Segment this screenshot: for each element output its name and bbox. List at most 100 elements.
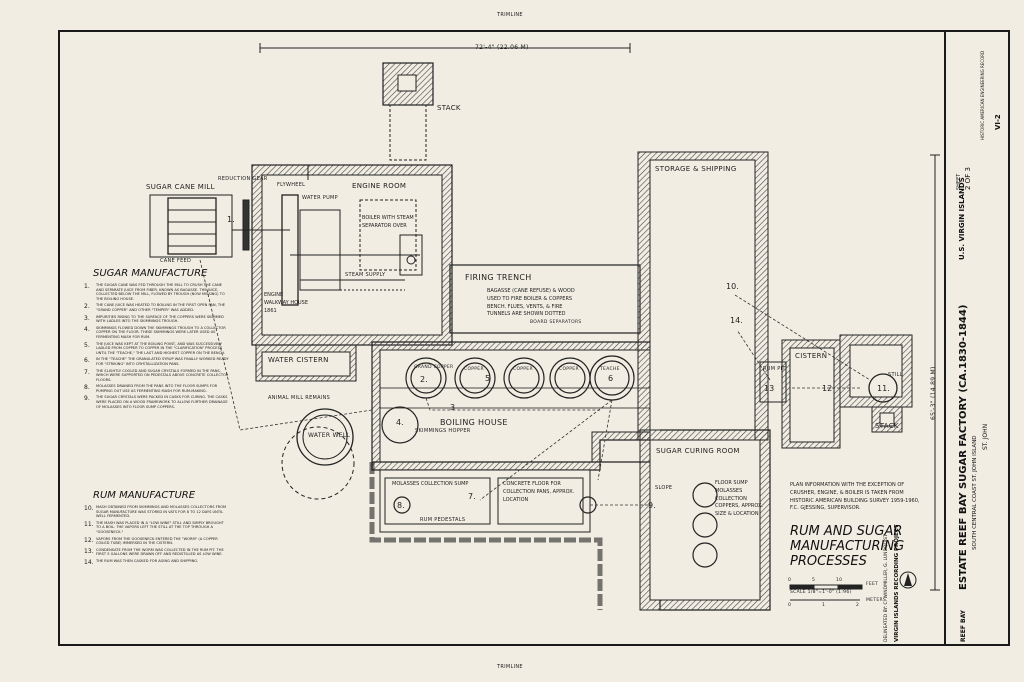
sugar-manufacture-steps: 1. THE SUGAR CANE WAS FED THROUGH THE MIL… [84,283,229,411]
board-separators-label: BOARD SEPARATORS [530,320,582,325]
firing-trench-note: BAGASSE (CANE REFUSE) & WOOD USED TO FIR… [487,288,575,318]
process-step: 6. IN THE "TEACHE" THE GRANULATED SYRUP W… [84,357,229,366]
scale-meters-label: METERS [866,598,887,603]
process-step-number: 7. [84,368,90,376]
scale-tick-feet-0: 0 [788,578,792,583]
process-number-14: 14. [730,316,743,325]
process-step-text: CONDENSATE FROM THE WORM WAS COLLECTED I… [96,547,224,557]
north-arrow [899,571,917,589]
process-number-6: 6 [608,374,614,383]
process-number-1: 1. [227,215,235,224]
drawing-title-line1: RUM AND SUGAR [790,524,903,539]
engine-room-label: ENGINE ROOM [352,182,407,190]
scale-tick-feet-10: 10 [836,578,843,583]
copper-a-label: COPPER [464,367,484,372]
process-step: 13.CONDENSATE FROM THE WORM WAS COLLECTE… [84,548,229,557]
process-step-number: 12. [84,536,94,544]
process-step-number: 6. [84,357,90,365]
rum-manufacture-steps: 10.MASH OBTAINED FROM SKIMMINGS AND MOLA… [84,505,229,568]
dimension-top-label: 72'-4" (22.06 M) [475,44,529,51]
copper-b-label: COPPER [513,367,533,372]
scale-tick-meters-0: 0 [788,603,792,608]
process-step-text: IN THE "TEACHE" THE GRANULATED SYRUP WAS… [96,357,229,366]
rum-manufacture-heading: RUM MANUFACTURE [93,490,196,501]
process-number-13: 13 [764,384,775,393]
process-step: 9.THE SUGAR CRYSTALS WERE PACKED IN CASK… [84,395,229,409]
process-step-number: 3. [84,314,90,322]
title-block-reef-bay: REEF BAY [960,610,967,642]
process-step: 2.THE CANE JUICE WAS HEATED TO BOILING I… [84,303,229,312]
teache-label: TEACHE [600,367,620,372]
molasses-sump-label: MOLASSES COLLECTION SUMP [392,481,469,487]
trimline-bottom-label: TRIMLINE [497,664,523,670]
process-number-7: 7. [468,492,476,501]
plan-information-note: PLAN INFORMATION WITH THE EXCEPTION OF C… [790,482,920,512]
sugar-manufacture-heading: SUGAR MANUFACTURE [93,268,208,279]
process-step-text: THE SUGAR CANE WAS FED THROUGH THE MILL … [96,283,225,301]
process-number-3: 3 [450,403,456,412]
process-number-2: 2. [420,375,428,384]
process-number-5: 5 [485,374,491,383]
water-cistern-label: WATER CISTERN [268,356,329,364]
water-well-label: WATER WELL [308,432,351,439]
boiling-house-walls [371,341,661,471]
rum-pedestals-label: RUM PEDESTALS [420,517,466,523]
title-block-project: VIRGIN ISLANDS RECORDING PROJECT [894,524,900,642]
title-block: ESTATE REEF BAY SUGAR FACTORY (CA.1830-1… [884,30,1010,646]
skimmings-hopper-label: SKIMMINGS HOPPER [415,428,471,434]
title-block-survey-label: HISTORIC AMERICAN ENGINEERING RECORD [980,50,985,140]
process-step-text: MASH OBTAINED FROM SKIMMINGS AND MOLASSE… [96,505,227,519]
scale-tick-feet-5: 5 [812,578,816,583]
title-block-sheet-label: SHEET [956,173,962,190]
process-step: 12.VAPORS FROM THE GOOSENECK ENTERED THE… [84,537,229,546]
title-block-sheet-number: 2 OF 3 [964,167,972,190]
process-step-text: VAPORS FROM THE GOOSENECK ENTERED THE "W… [96,536,218,546]
process-step-number: 4. [84,325,90,333]
stack-top-label: STACK [437,104,461,112]
still-label: STILL [888,372,903,378]
process-step: 5.THE JUICE WAS KEPT AT THE BOILING POIN… [84,342,229,356]
title-block-survey-number: VI-2 [994,114,1002,130]
process-step-text: THE RUM WAS THEN CASKED FOR AGING AND SH… [96,558,199,563]
concrete-floor-label: CONCRETE FLOOR FOR COLLECTION PANS, APPR… [503,481,575,503]
drawing-title-line2: MANUFACTURING [790,539,905,554]
process-number-10: 10. [726,282,739,291]
animal-mill-remains [281,426,355,500]
drawing-title-line3: PROCESSES [790,554,867,569]
stack-right-label: STACK [875,422,899,430]
sugar-curing-room-walls [369,429,771,611]
floor-sump-label: FLOOR SUMP MOLASSES COLLECTION COPPERS, … [715,480,763,518]
cane-feed-label: CANE FEED [160,258,192,264]
water-pump-label: WATER PUMP [302,195,338,201]
process-step: 10.MASH OBTAINED FROM SKIMMINGS AND MOLA… [84,505,229,519]
process-step-number: 2. [84,303,90,311]
process-step-number: 13. [84,547,94,555]
process-step-number: 1. [84,283,90,290]
scale-label: SCALE 1/8"=1'-0" (1:96) [790,590,852,595]
process-step: 4.SKIMMINGS FLOWED DOWN THE SKIMMINGS TR… [84,326,229,340]
steam-supply-label: STEAM SUPPLY [345,272,386,278]
process-step-text: THE SLIGHTLY COOLED AND SUGAR CRYSTALS F… [96,368,229,382]
process-step-text: MOLASSES DRAINED FROM THE PANS INTO THE … [96,384,218,393]
rum-pit-label: RUM PIT [763,366,786,372]
water-cistern-walls [255,344,357,382]
drawing-border [58,30,1010,646]
process-number-8: 8. [397,501,405,510]
engine-label: ENGINE WALKWAY HOUSE 1861 [264,292,309,314]
process-step-number: 11. [84,520,94,528]
process-step: 14.THE RUM WAS THEN CASKED FOR AGING AND… [84,559,229,566]
storage-shipping-walls [637,151,769,441]
firing-trench-label: FIRING TRENCH [465,273,532,282]
title-block-delineator: DELINEATED BY: C. WINDMILLER, G. LUNDQUI… [884,534,889,642]
process-number-11: 11. [877,384,890,393]
process-step-number: 9. [84,395,90,403]
cistern-walls [759,334,913,449]
animal-mill-label: ANIMAL MILL REMAINS [268,395,331,401]
process-step: 11.THE MASH WAS PLACED IN A "LOW WINE" S… [84,521,229,535]
title-block-main-title: ESTATE REEF BAY SUGAR FACTORY (CA.1830-1… [958,304,969,590]
stack-chimney-top [382,62,434,161]
process-flow-lines [199,259,871,506]
process-step-number: 8. [84,384,90,392]
